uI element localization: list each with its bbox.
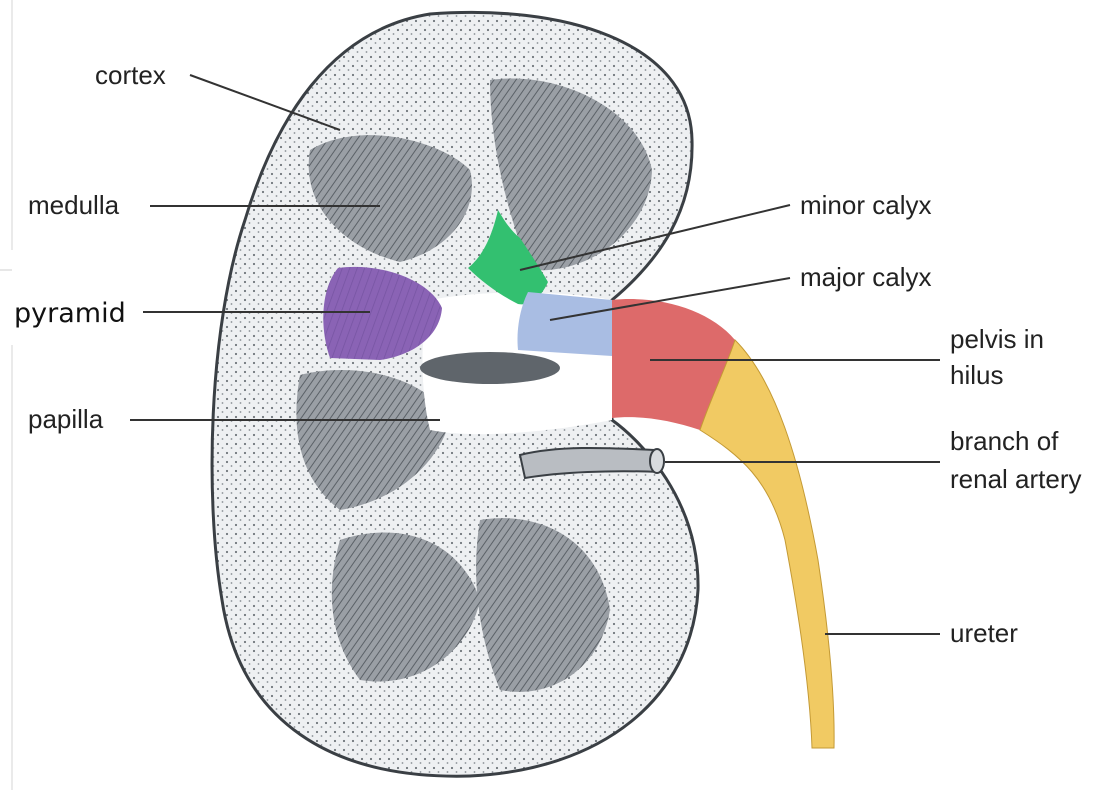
label-major-calyx: major calyx — [800, 262, 931, 292]
label-pelvis-line1: pelvis in — [950, 324, 1044, 354]
label-minor-calyx: minor calyx — [800, 190, 931, 220]
calyx-shadow — [420, 352, 560, 384]
label-cortex: cortex — [95, 60, 166, 90]
label-artery-line1: branch of — [950, 426, 1059, 456]
label-medulla: medulla — [28, 190, 120, 220]
artery-opening — [650, 449, 664, 473]
label-pyramid: pyramid — [14, 298, 126, 329]
ureter-highlight — [700, 340, 834, 748]
major-calyx-highlight — [517, 292, 612, 356]
label-ureter: ureter — [950, 618, 1018, 648]
label-pelvis-line2: hilus — [950, 360, 1003, 390]
label-artery-line2: renal artery — [950, 464, 1082, 494]
label-papilla: papilla — [28, 404, 104, 434]
